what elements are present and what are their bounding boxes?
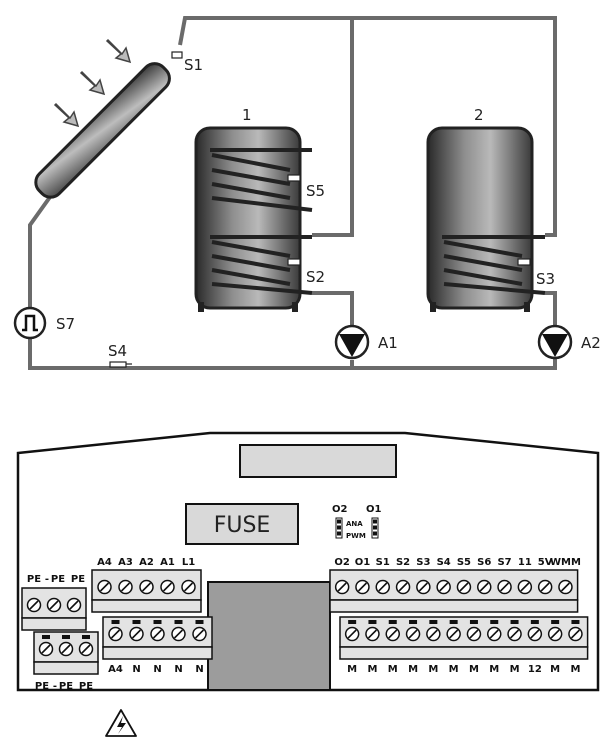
- terminal-label: N: [174, 664, 182, 675]
- sun-rays-icon: [53, 38, 132, 128]
- terminal-label: N: [132, 664, 140, 675]
- terminal-label: PE: [79, 681, 93, 692]
- terminal-label: PE: [51, 574, 65, 585]
- terminal-label: M: [510, 664, 520, 675]
- signal-terminal-bottom: [339, 616, 589, 660]
- terminal-label: M: [469, 664, 479, 675]
- terminal-label: M: [408, 664, 418, 675]
- terminal-label: PE: [35, 681, 49, 692]
- terminal-label: PE: [27, 574, 41, 585]
- pe-terminal-top: [21, 587, 87, 631]
- terminal-label: -: [45, 574, 49, 585]
- terminal-label: S4: [437, 557, 451, 568]
- terminal-label: A2: [139, 557, 154, 568]
- sensor-s3-label: S3: [536, 270, 555, 288]
- pump-a2-icon: A2: [537, 324, 601, 360]
- storage-tank-1: 1: [194, 106, 313, 312]
- terminal-label: 5V: [538, 557, 553, 568]
- sensor-s4: S4: [108, 342, 132, 368]
- terminal-label: A1: [160, 557, 175, 568]
- tank-2-label: 2: [474, 106, 484, 124]
- terminal-label: M: [428, 664, 438, 675]
- terminal-label: O1: [355, 557, 371, 568]
- terminal-label: S5: [457, 557, 471, 568]
- flow-meter-s7-icon: S7: [13, 306, 75, 340]
- sensor-s5-label: S5: [306, 182, 325, 200]
- fuse-label: FUSE: [214, 513, 271, 538]
- storage-tank-2: 2: [426, 106, 546, 312]
- terminal-label: PE: [71, 574, 85, 585]
- mains-terminal-bottom: [102, 616, 213, 660]
- jumper-o2-label: O2: [332, 504, 348, 515]
- jumper-o2: [335, 517, 343, 539]
- terminal-label: M: [347, 664, 357, 675]
- sensor-s1: S1: [171, 51, 203, 74]
- terminal-label: N: [195, 664, 203, 675]
- terminal-label: A3: [118, 557, 133, 568]
- terminal-label: M: [550, 664, 560, 675]
- terminal-label: A4: [97, 557, 112, 568]
- signal-terminal-top: [329, 569, 579, 613]
- terminal-label: 11: [518, 557, 532, 568]
- sensor-s7-label: S7: [56, 315, 75, 333]
- terminal-label: M: [570, 664, 580, 675]
- terminal-label: N: [153, 664, 161, 675]
- terminal-label: S1: [376, 557, 390, 568]
- pump-a2-label: A2: [581, 334, 601, 352]
- terminal-label: M: [489, 664, 499, 675]
- terminal-label: PE: [59, 681, 73, 692]
- terminal-label: S2: [396, 557, 410, 568]
- terminal-label: 12: [528, 664, 542, 675]
- high-voltage-warning-icon: [105, 709, 137, 737]
- terminal-label: M: [367, 664, 377, 675]
- terminal-label: M: [388, 664, 398, 675]
- jumper-ana-label: ANA: [346, 520, 363, 528]
- pump-a1-icon: A1: [334, 324, 398, 360]
- terminal-label: S6: [477, 557, 491, 568]
- terminal-label: L1: [182, 557, 195, 568]
- terminal-label: A4: [108, 664, 123, 675]
- terminal-label: O2: [334, 557, 350, 568]
- jumper-o1-label: O1: [366, 504, 382, 515]
- pe-terminal-bottom: [33, 631, 99, 675]
- terminal-label: -: [53, 681, 57, 692]
- terminal-label: S7: [497, 557, 511, 568]
- jumper-o1: [371, 517, 379, 539]
- piping: [28, 16, 557, 370]
- sensor-s1-label: S1: [184, 56, 203, 74]
- sensor-s2-label: S2: [306, 268, 325, 286]
- terminal-label: S3: [416, 557, 430, 568]
- terminal-label: WMM: [550, 557, 581, 568]
- jumper-pwm-label: PWM: [346, 532, 366, 540]
- pump-a1-label: A1: [378, 334, 398, 352]
- tank-1-label: 1: [242, 106, 252, 124]
- mains-terminal-top: [91, 569, 202, 613]
- solar-collector: [34, 62, 171, 199]
- sensor-s4-label: S4: [108, 342, 127, 360]
- terminal-label: M: [449, 664, 459, 675]
